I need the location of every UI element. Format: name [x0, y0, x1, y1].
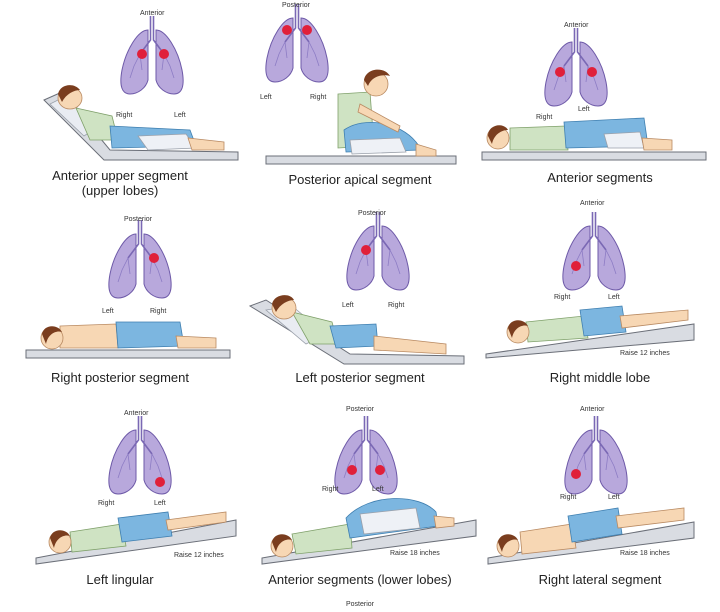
panel-caption: Left lingular: [86, 572, 154, 587]
orientation-right-label: Left: [608, 494, 620, 501]
target-spot-icon: [155, 477, 165, 487]
panel-caption: Right posterior segment: [50, 370, 189, 385]
orientation-top-label: Anterior: [564, 22, 589, 29]
target-spot-icon: [571, 469, 581, 479]
patient-illustration: [261, 498, 477, 565]
panel-caption: Anterior upper segment (upper lobes): [52, 168, 188, 198]
panel-anterior-segments-lower-lobes: Posterior Right Left Raise 18 inches Ant…: [240, 406, 480, 612]
panel-caption: Right lateral segment: [538, 572, 662, 587]
panel-right-middle-lobe: Anterior Right Left Raise 12 inches Righ…: [480, 200, 720, 408]
orientation-top-label: Posterior: [358, 210, 387, 217]
panel-anterior-segments: Anterior Right Left Anterior segments: [480, 0, 720, 204]
orientation-right-label: Right: [150, 308, 167, 315]
panel-caption: Right middle lobe: [549, 370, 651, 385]
orientation-right-label: Left: [608, 294, 620, 301]
patient-illustration: [35, 511, 237, 565]
target-spot-icon: [361, 245, 371, 255]
panel-anterior-upper-segment: Anterior Right Left Anterior upper segme…: [0, 0, 240, 204]
orientation-left-label: Left: [342, 302, 354, 309]
orientation-right-label: Left: [174, 112, 186, 119]
target-spot-icon: [587, 67, 597, 77]
panel-left-lingular: Anterior Right Left Raise 12 inches Left…: [0, 408, 240, 612]
panel-left-posterior-segment: Posterior Left Right Left posterior segm…: [240, 204, 480, 408]
orientation-right-label: Left: [154, 500, 166, 507]
lungs-icon: [562, 211, 626, 291]
patient-illustration: [481, 117, 707, 161]
orientation-top-label: Anterior: [140, 10, 165, 17]
elevation-label: Raise 12 inches: [174, 552, 224, 559]
orientation-left-label: Right: [98, 500, 115, 507]
target-spot-icon: [149, 253, 159, 263]
orientation-left-label: Right: [322, 486, 339, 493]
panel-posterior-apical-segment: Posterior Left Right Posterior apical se…: [240, 0, 480, 204]
orientation-top-label: Anterior: [580, 406, 605, 413]
orientation-right-label: Left: [372, 486, 384, 493]
panel-caption: Posterior apical segment: [288, 172, 432, 187]
target-spot-icon: [347, 465, 357, 475]
patient-illustration: [25, 321, 231, 359]
patient-illustration: [43, 85, 239, 161]
patient-illustration: [485, 305, 695, 359]
panel-caption: Anterior segments (lower lobes): [268, 572, 452, 587]
orientation-top-label: Anterior: [580, 200, 605, 207]
lungs-icon: [544, 27, 608, 107]
orientation-top-label: Posterior: [346, 406, 375, 413]
lungs-icon: [346, 211, 410, 291]
target-spot-icon: [555, 67, 565, 77]
patient-illustration: [487, 507, 695, 565]
target-spot-icon: [375, 465, 385, 475]
elevation-label: Raise 12 inches: [620, 350, 670, 357]
lungs-icon: [108, 219, 172, 299]
lungs-icon: [564, 415, 628, 495]
panel-right-posterior-segment: Posterior Left Right Right posterior seg…: [0, 204, 240, 408]
target-spot-icon: [302, 25, 312, 35]
panel-caption: Left posterior segment: [295, 370, 425, 385]
patient-illustration: [248, 295, 465, 365]
elevation-label: Raise 18 inches: [620, 550, 670, 557]
elevation-label: Raise 18 inches: [390, 550, 440, 557]
panel-right-lateral-segment: Anterior Right Left Raise 18 inches Righ…: [480, 406, 720, 612]
orientation-top-label: Posterior: [124, 216, 153, 223]
lungs-icon: [265, 3, 329, 83]
orientation-left-label: Left: [260, 94, 272, 101]
orientation-top-label: Posterior: [282, 2, 311, 9]
orientation-left-label: Right: [554, 294, 571, 301]
orientation-left-label: Right: [560, 494, 577, 501]
patient-illustration: [265, 69, 457, 165]
orientation-right-label: Right: [388, 302, 405, 309]
orientation-left-label: Right: [116, 112, 133, 119]
orientation-left-label: Right: [536, 114, 553, 121]
target-spot-icon: [159, 49, 169, 59]
target-spot-icon: [282, 25, 292, 35]
lungs-icon: [334, 415, 398, 495]
orientation-left-label: Left: [102, 308, 114, 315]
target-spot-icon: [137, 49, 147, 59]
orientation-right-label: Right: [310, 94, 327, 101]
orientation-right-label: Left: [578, 106, 590, 113]
lungs-icon: [120, 15, 184, 95]
target-spot-icon: [571, 261, 581, 271]
orientation-top-label: Anterior: [124, 410, 149, 417]
lungs-icon: [108, 415, 172, 495]
panel-caption: Anterior segments: [547, 170, 653, 185]
footer-orientation-label: Posterior: [345, 601, 374, 608]
